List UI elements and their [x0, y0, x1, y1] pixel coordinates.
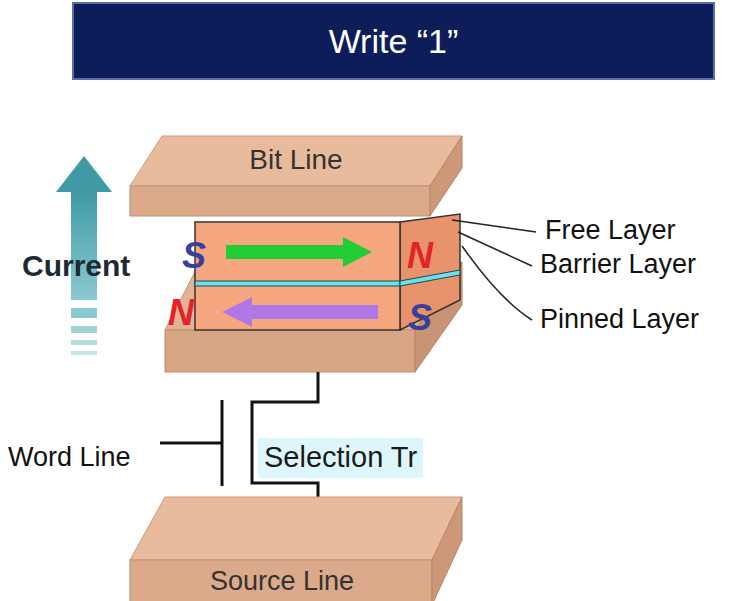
pole-letter: S — [408, 298, 432, 338]
node-text: Bit Line — [249, 144, 342, 176]
node-text: Source Line — [210, 566, 354, 597]
leader-lines — [452, 220, 536, 320]
source-line-label-box: Source Line — [204, 563, 360, 600]
pole-letter: N — [407, 236, 433, 276]
pole-letter: N — [168, 293, 194, 333]
selection-transistor-box: Selection Tr — [258, 438, 423, 477]
title-text: Write “1” — [329, 22, 459, 61]
word-line-label: Word Line — [8, 443, 131, 473]
node-text: Selection Tr — [264, 441, 417, 474]
bit-line-slab — [130, 136, 462, 216]
source-line-slab — [130, 497, 462, 601]
layer-label: Free Layer — [545, 216, 676, 246]
layer-label: Pinned Layer — [540, 305, 699, 335]
title-band: Write “1” — [72, 2, 715, 80]
bit-line-label-box: Bit Line — [243, 141, 348, 179]
pole-letter: S — [182, 236, 206, 276]
current-label: Current — [22, 249, 130, 282]
layer-label: Barrier Layer — [540, 250, 696, 280]
